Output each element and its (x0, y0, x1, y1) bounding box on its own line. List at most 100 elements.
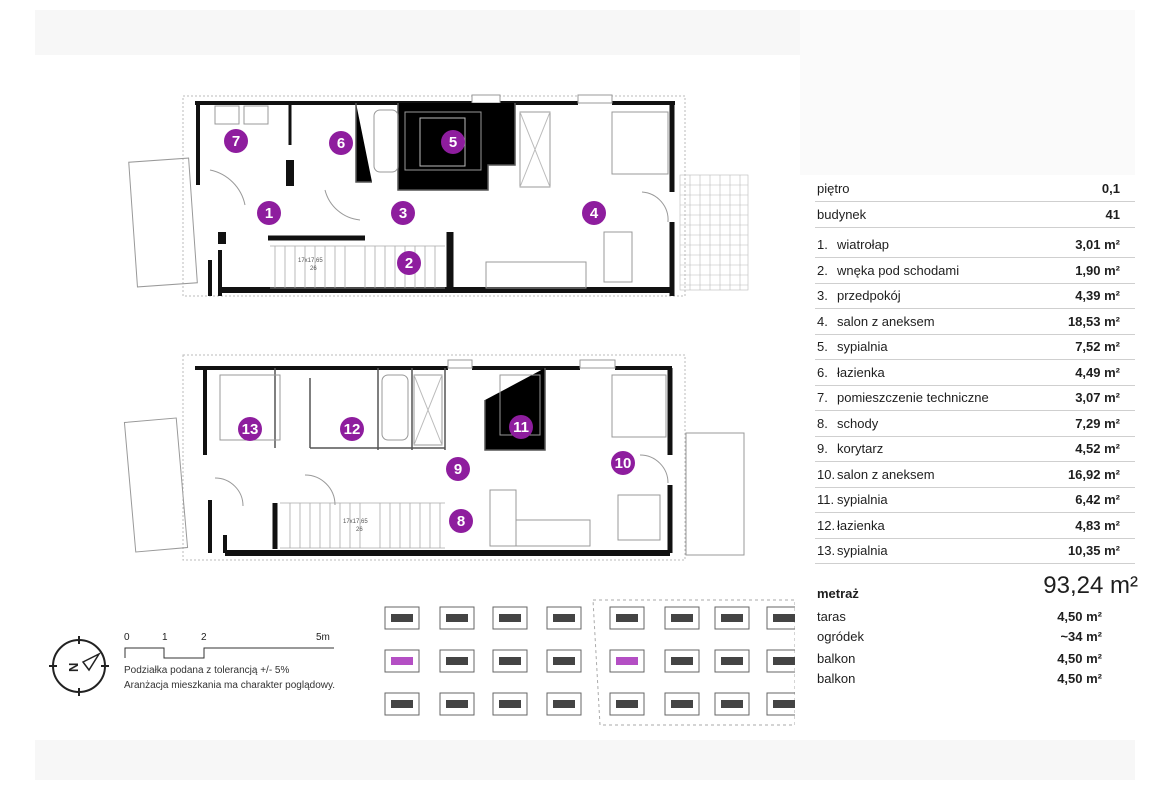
room-area: 3,07 m² (1075, 390, 1120, 405)
minimap-unit (384, 649, 420, 673)
svg-text:26: 26 (356, 527, 363, 533)
room-number: 3. (817, 288, 828, 303)
scale-tick-2: 2 (201, 632, 207, 643)
ground-floor-plan: 17x17,65 26 (128, 94, 749, 297)
room-name: sypialnia (837, 543, 888, 558)
room-number: 1. (817, 237, 828, 252)
room-badges-upper: 13 12 11 9 10 8 (238, 415, 635, 533)
badge-3: 3 (399, 205, 407, 222)
room-number: 13. (817, 543, 836, 558)
room-name: sypialnia (837, 492, 888, 507)
room-area: 7,52 m² (1075, 339, 1120, 354)
minimap-unit (714, 692, 750, 716)
scale-bar-graphic (124, 647, 334, 659)
badge-4: 4 (590, 205, 599, 222)
total-area-value: 93,24 m² (1043, 572, 1138, 599)
extra-label: ogródek (817, 629, 864, 644)
arrangement-note: Aranżacja mieszkania ma charakter pogląd… (124, 680, 336, 691)
minimap-unit (492, 606, 528, 630)
minimap-unit (609, 606, 645, 630)
badge-5: 5 (449, 134, 457, 151)
room-area: 1,90 m² (1075, 262, 1120, 278)
room-name: wnęka pod schodami (837, 262, 960, 278)
compass-icon: N (49, 636, 109, 696)
minimap-unit (766, 692, 795, 716)
room-number: 6. (817, 364, 828, 380)
badge-9: 9 (454, 461, 462, 478)
extra-row-balcony-2: balkon 4,50 m² (817, 671, 1117, 691)
extra-value: 4,50 m² (1057, 609, 1102, 624)
tolerance-note: Podziałka podana z tolerancją +/- 5% (124, 665, 290, 676)
room-name: schody (837, 415, 879, 431)
svg-text:26: 26 (310, 266, 317, 272)
extra-label: balkon (817, 671, 856, 686)
extra-row-terrace: taras 4,50 m² (817, 609, 1117, 629)
badge-2: 2 (405, 255, 413, 272)
badge-13: 13 (242, 421, 259, 438)
room-name: pomieszczenie techniczne (837, 390, 989, 405)
room-area: 4,83 m² (1075, 517, 1120, 533)
room-area: 7,29 m² (1075, 415, 1120, 431)
badge-7: 7 (232, 133, 240, 150)
room-number: 2. (817, 262, 828, 278)
badge-11: 11 (513, 419, 529, 436)
minimap-unit (766, 606, 795, 630)
room-row: 8. schody 7,29 m² (815, 411, 1135, 437)
extra-label: balkon (817, 651, 856, 666)
minimap-unit (609, 649, 645, 673)
minimap-unit (766, 649, 795, 673)
extra-value: ~34 m² (1060, 629, 1102, 644)
building-value: 41 (1105, 207, 1120, 222)
minimap-unit (546, 649, 582, 673)
room-name: korytarz (837, 441, 884, 456)
room-row: 6. łazienka 4,49 m² (815, 360, 1135, 386)
room-name: salon z aneksem (837, 313, 935, 329)
room-badges-ground: 7 6 5 1 3 4 2 (224, 129, 606, 275)
extra-label: taras (817, 609, 846, 624)
minimap-unit (492, 692, 528, 716)
minimap-unit (714, 606, 750, 630)
room-number: 8. (817, 415, 828, 431)
minimap-unit (439, 606, 475, 630)
room-area: 16,92 m² (1067, 466, 1120, 482)
minimap-unit (439, 649, 475, 673)
floor-label: piętro (817, 181, 850, 196)
extra-value: 4,50 m² (1057, 651, 1102, 666)
minimap-unit (714, 649, 750, 673)
room-name: łazienka (837, 517, 885, 533)
minimap-unit (664, 606, 700, 630)
room-area: 10,35 m² (1067, 543, 1120, 558)
room-name: sypialnia (837, 339, 888, 354)
room-row: 13.sypialnia 10,35 m² (815, 538, 1135, 564)
room-number: 9. (817, 441, 828, 456)
total-area-label: metraż (817, 586, 859, 601)
badge-12: 12 (344, 421, 361, 438)
building-minimap (384, 599, 795, 726)
room-area: 4,52 m² (1075, 441, 1120, 456)
minimap-unit (384, 606, 420, 630)
room-number: 10. (817, 466, 836, 482)
minimap-unit (664, 649, 700, 673)
room-row: 9. korytarz 4,52 m² (815, 436, 1135, 462)
upper-floor-plan: 17x17,65 26 (123, 354, 745, 561)
minimap-unit (609, 692, 645, 716)
badge-1: 1 (265, 205, 273, 222)
room-name: łazienka (837, 364, 885, 380)
room-area: 4,49 m² (1075, 364, 1120, 380)
minimap-unit (492, 649, 528, 673)
extra-row-garden: ogródek ~34 m² (817, 629, 1117, 649)
floor-value: 0,1 (1101, 181, 1120, 196)
minimap-unit (384, 692, 420, 716)
room-area: 6,42 m² (1075, 492, 1120, 507)
room-row: 11.sypialnia 6,42 m² (815, 487, 1135, 513)
minimap-unit (546, 606, 582, 630)
floor-row: piętro 0,1 (815, 176, 1135, 202)
extra-value: 4,50 m² (1057, 671, 1102, 686)
badge-10: 10 (615, 455, 632, 472)
room-number: 4. (817, 313, 828, 329)
room-number: 11. (817, 492, 835, 507)
